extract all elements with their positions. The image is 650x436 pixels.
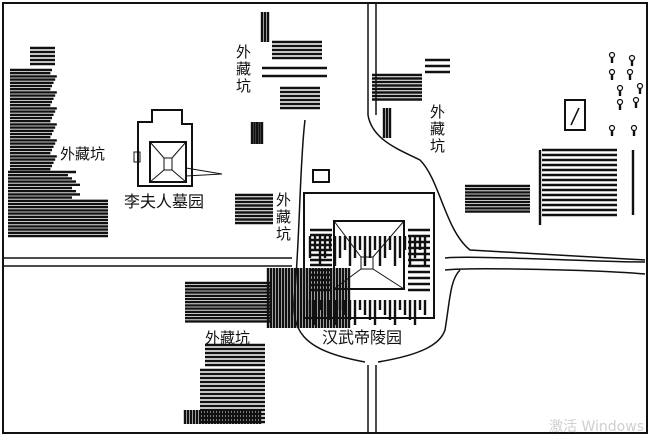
label-li-furen-tomb: 李夫人墓园 [124,192,205,211]
marker-post [608,124,616,132]
label-pit-left: 外藏坑 [60,145,106,163]
marker-post [630,124,638,132]
label-pit-mid: 外藏坑 [276,191,292,243]
east-small-tomb [564,99,586,131]
road-ne [367,3,646,261]
label-pit-right: 外藏坑 [430,103,446,155]
label-han-wudi-tomb: 汉武帝陵园 [322,328,403,347]
road-west [3,257,292,267]
road-east [444,256,646,275]
road-south [367,365,377,433]
marker-post [632,96,640,104]
marker-post [628,54,636,62]
marker-post [616,98,624,106]
label-pit-top: 外藏坑 [236,43,252,95]
marker-post [608,68,616,76]
li-furen-tomb [133,109,223,187]
marker-post [626,68,634,76]
label-pit-bottom: 外藏坑 [205,329,251,347]
marker-post [616,84,624,92]
watermark: 激活 Windows [549,419,644,435]
marker-post [636,82,644,90]
marker-post [608,51,616,59]
